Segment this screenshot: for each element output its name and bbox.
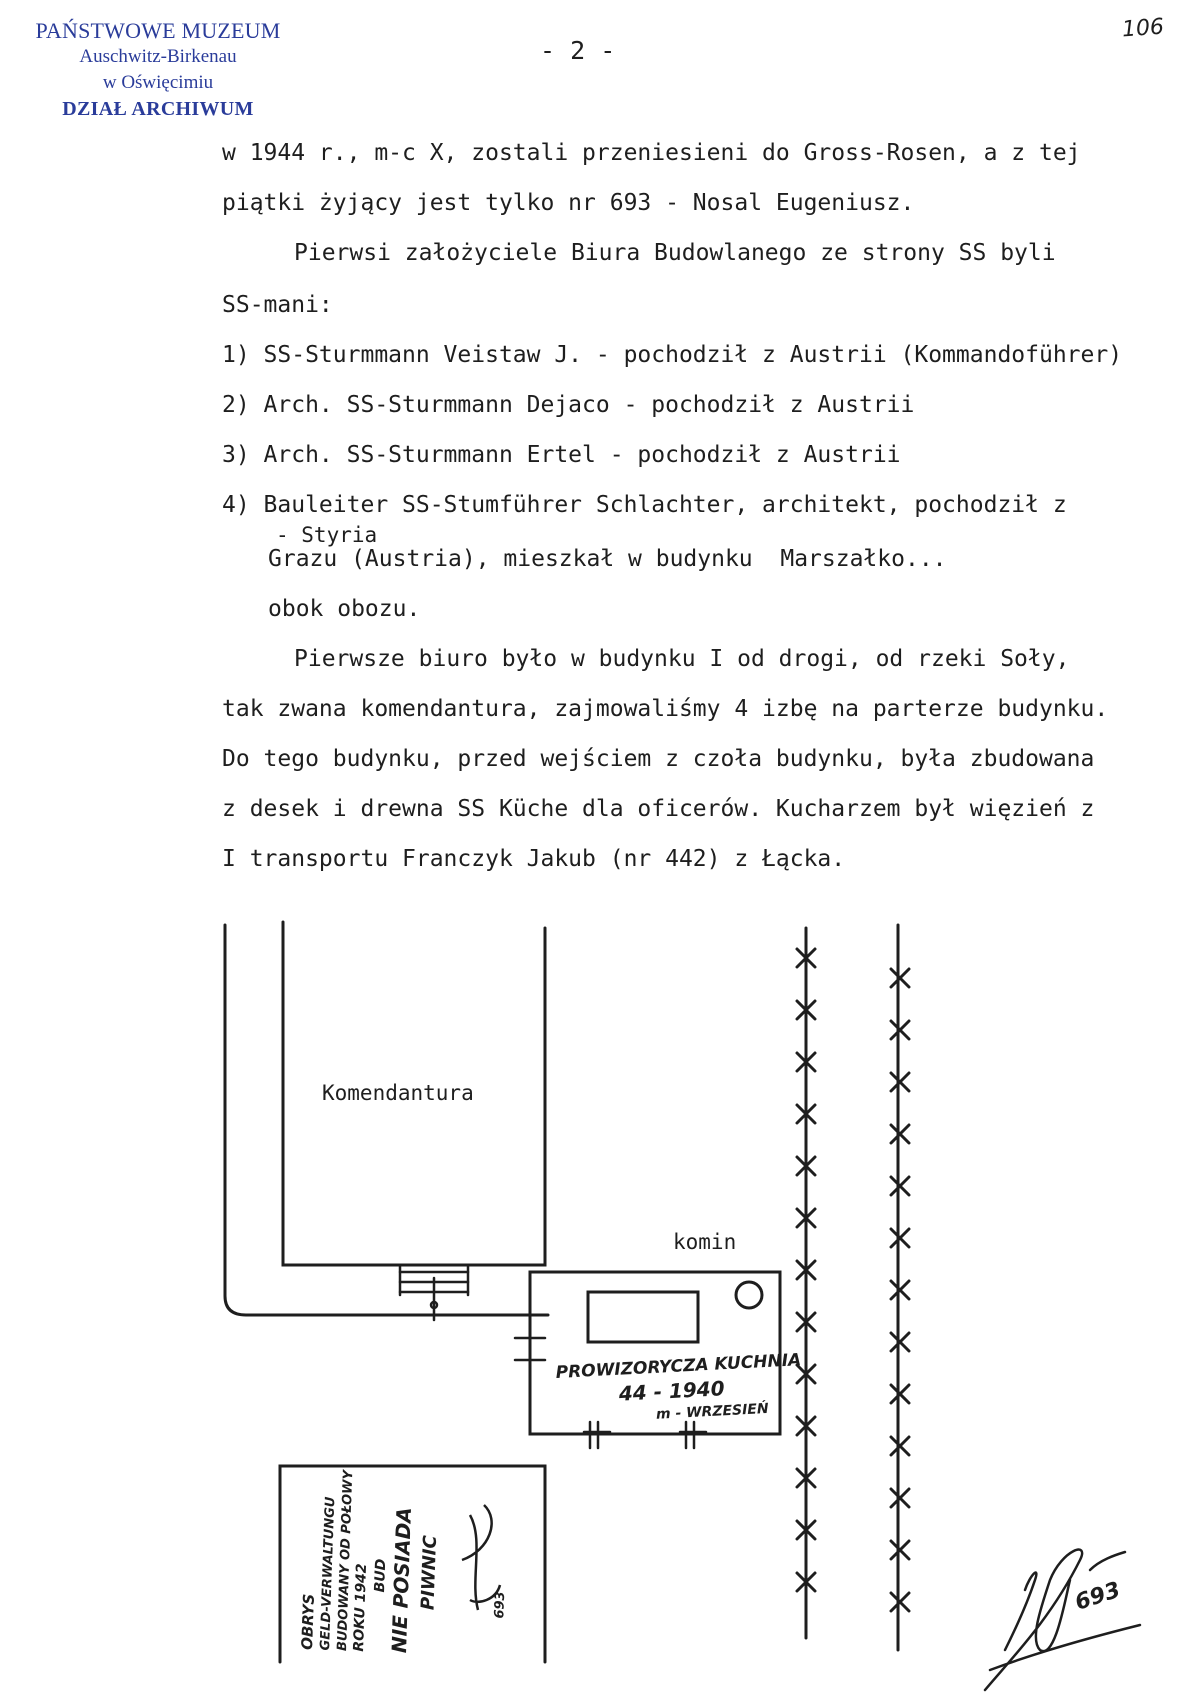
text-line-14: z desek i drewna SS Küche dla oficerów. … [222, 796, 1095, 822]
komendantura-label: Komendantura [322, 1081, 474, 1105]
fence-1-cross-4 [795, 1103, 817, 1125]
side-note: OBRYS GELD-VERWALTUNGU BUDOWANY OD POŁOW… [298, 1468, 508, 1654]
text-line-7: 3) Arch. SS-Sturmmann Ertel - pochodził … [222, 442, 901, 468]
text-line-9: Grazu (Austria), mieszkał w budynku Mars… [268, 546, 947, 572]
fence-1-cross-13 [795, 1571, 817, 1593]
kitchen-building [528, 1270, 782, 1436]
text-line-3: Pierwsi założyciele Biura Budowlanego ze… [294, 240, 1056, 266]
lower-building-outline [278, 1464, 547, 1664]
fence-2-cross-8 [889, 1331, 911, 1353]
fence-2-cross-7 [889, 1279, 911, 1301]
text-line-2: piątki żyjący jest tylko nr 693 - Nosal … [222, 190, 915, 216]
komendantura-building [281, 920, 547, 1267]
side-note-line-4: ROKU 1942 [351, 1563, 370, 1652]
road-outline [223, 923, 550, 1317]
text-line-4: SS-mani: [222, 292, 333, 318]
side-note-line-8: 693 [492, 1591, 508, 1619]
text-line-1: w 1944 r., m-c X, zostali przeniesieni d… [222, 140, 1081, 166]
komin-label: komin [673, 1230, 736, 1254]
entrance-steps [398, 1263, 470, 1322]
fence-2-cross-2 [889, 1019, 911, 1041]
side-note-line-3: BUDOWANY OD POŁOWY [335, 1468, 356, 1651]
fence-1-cross-5 [795, 1155, 817, 1177]
barbed-wire-marks [795, 947, 911, 1613]
fence-2-cross-12 [889, 1539, 911, 1561]
fence-2-cross-13 [889, 1591, 911, 1613]
signature [983, 1548, 1142, 1692]
kitchen-stove [586, 1290, 700, 1344]
fence-2-cross-4 [889, 1123, 911, 1145]
fence-2-cross-9 [889, 1383, 911, 1405]
fence-1-cross-11 [795, 1467, 817, 1489]
side-note-line-2: GELD-VERWALTUNGU [318, 1496, 338, 1651]
kitchen-doors [513, 1336, 708, 1450]
fence-1-cross-10 [795, 1415, 817, 1437]
text-line-10: obok obozu. [268, 596, 421, 622]
fence-2-cross-1 [889, 967, 911, 989]
fence-1-cross-8 [795, 1311, 817, 1333]
text-line-6: 2) Arch. SS-Sturmmann Dejaco - pochodził… [222, 392, 915, 418]
fence-1-cross-7 [795, 1259, 817, 1281]
text-line-15: I transportu Franczyk Jakub (nr 442) z Ł… [222, 846, 846, 872]
text-line-5: 1) SS-Sturmmann Veistaw J. - pochodził z… [222, 342, 1123, 368]
fence-1-cross-6 [795, 1207, 817, 1229]
signature-number: 693 [1072, 1578, 1123, 1616]
fence-1-cross-12 [795, 1519, 817, 1541]
fence-2-cross-5 [889, 1175, 911, 1197]
stamp-line-3: w Oświęcimiu [102, 72, 214, 93]
side-note-line-1: OBRYS [298, 1594, 318, 1651]
fence-1-cross-9 [795, 1363, 817, 1385]
fence-2-cross-3 [889, 1071, 911, 1093]
text-line-8: 4) Bauleiter SS-Stumführer Schlachter, a… [222, 492, 1067, 518]
side-note-line-7: PIWNIC [417, 1534, 441, 1610]
kitchen-note-line-3: m - WRZESIEŃ [656, 1399, 770, 1423]
stamp-line-1: PAŃSTWOWE MUZEUM [35, 18, 281, 43]
text-line-11: Pierwsze biuro było w budynku I od drogi… [294, 646, 1070, 672]
archive-stamp: PAŃSTWOWE MUZEUM Auschwitz-Birkenau w Oś… [18, 18, 298, 122]
page-number: - 2 - [540, 36, 616, 65]
fence-1-cross-1 [795, 947, 817, 969]
fence-2-cross-6 [889, 1227, 911, 1249]
side-note-line-5: BUD [372, 1558, 389, 1592]
fence-1-cross-3 [795, 1051, 817, 1073]
chimney-circle [734, 1280, 764, 1310]
kitchen-note-line-2: 44 - 1940 [617, 1376, 725, 1406]
text-line-13: Do tego budynku, przed wejściem z czoła … [222, 746, 1095, 772]
fence-2-cross-11 [889, 1487, 911, 1509]
text-line-12: tak zwana komendantura, zajmowaliśmy 4 i… [222, 696, 1109, 722]
fence-1-cross-2 [795, 999, 817, 1021]
stamp-line-4: DZIAŁ ARCHIWUM [62, 98, 254, 120]
text-correction-styria: - Styria [276, 523, 378, 547]
stamp-line-2: Auschwitz-Birkenau [79, 46, 237, 67]
small-signature-scribble [461, 1504, 502, 1611]
side-note-line-6: NIE POSIADA [387, 1507, 416, 1654]
fence-2-cross-10 [889, 1435, 911, 1457]
